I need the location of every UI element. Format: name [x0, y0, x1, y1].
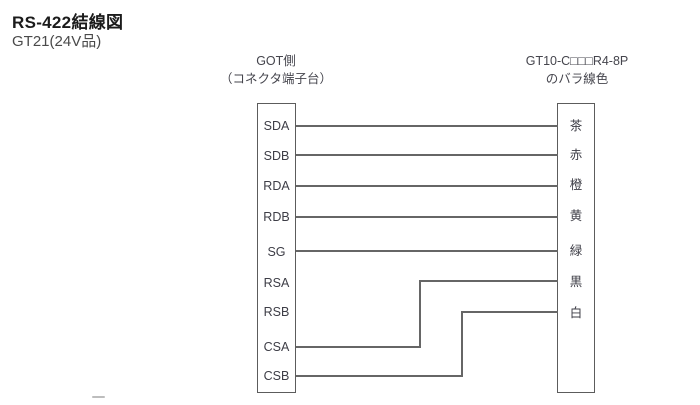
pin-sdb: SDB: [263, 149, 290, 163]
wire-csa-black-seg-left: [296, 346, 420, 348]
pin-rdb: RDB: [263, 210, 290, 224]
pin-rsa: RSA: [263, 276, 290, 290]
left-terminal-header-line1: GOT側: [256, 54, 296, 68]
page-title: RS-422結線図: [12, 13, 124, 32]
stray-mark: [92, 396, 105, 398]
wire-color-box: [557, 103, 595, 393]
wire-color-black: 黒: [569, 275, 583, 289]
pin-sda: SDA: [263, 119, 290, 133]
pin-rda: RDA: [263, 179, 290, 193]
right-terminal-header-line1: GT10-C□□□R4-8P: [525, 54, 629, 68]
pin-csb: CSB: [263, 369, 290, 383]
right-terminal-header-line2: のバラ線色: [545, 72, 609, 86]
pin-rsb: RSB: [263, 305, 290, 319]
wire-color-yellow: 黄: [569, 209, 583, 223]
wire-color-white: 白: [569, 306, 583, 320]
pin-sg: SG: [267, 245, 286, 259]
wire-rda-orange: [296, 185, 558, 187]
wire-color-orange: 橙: [569, 178, 583, 192]
wire-rdb-yellow: [296, 216, 558, 218]
wire-sdb-red: [296, 154, 558, 156]
wire-csb-white-seg-left: [296, 375, 462, 377]
got-terminal-box: [257, 103, 296, 393]
wire-color-red: 赤: [569, 148, 583, 162]
wire-csb-white-seg-right: [461, 311, 558, 313]
wire-color-brown: 茶: [569, 119, 583, 133]
right-terminal-header: GT10-C□□□R4-8P のバラ線色: [467, 52, 687, 88]
wire-csb-white-seg-vertical: [461, 311, 463, 377]
wire-sda-brown: [296, 125, 558, 127]
wire-csa-black-seg-vertical: [419, 280, 421, 348]
wire-csa-black-seg-right: [419, 280, 558, 282]
wire-color-green: 緑: [569, 244, 583, 258]
left-terminal-header-line2: （コネクタ端子台）: [219, 72, 332, 86]
pin-csa: CSA: [263, 340, 290, 354]
wire-sg-green: [296, 250, 558, 252]
left-terminal-header: GOT側 （コネクタ端子台）: [166, 52, 386, 88]
page-subtitle: GT21(24V品): [12, 33, 102, 50]
